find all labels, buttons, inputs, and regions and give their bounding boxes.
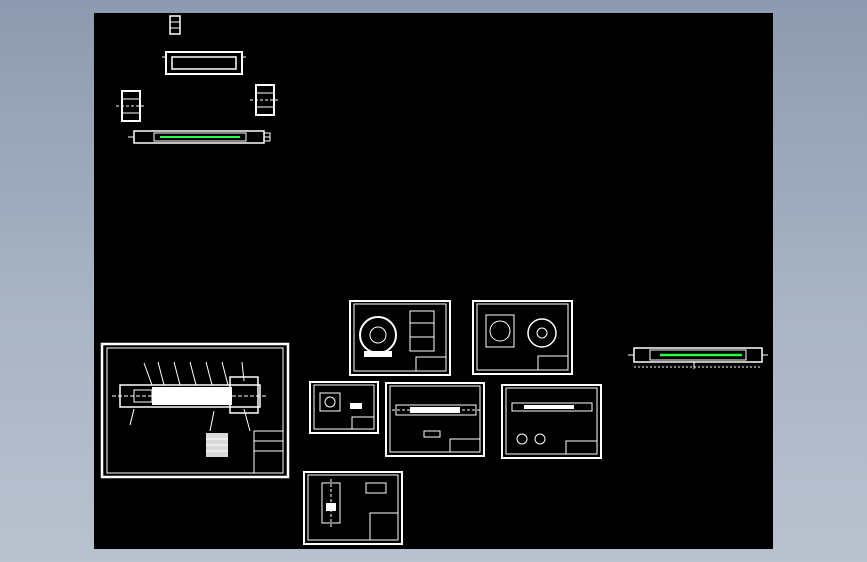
right-flange-part[interactable] bbox=[250, 84, 280, 116]
assembly-sheet[interactable] bbox=[100, 342, 290, 479]
detail-sheet-6[interactable] bbox=[303, 471, 403, 545]
detail-sheet-5[interactable] bbox=[501, 384, 602, 459]
detail-sheet-1[interactable] bbox=[349, 300, 451, 376]
left-flange-part[interactable] bbox=[116, 90, 146, 122]
frame-part[interactable] bbox=[162, 51, 246, 75]
cad-drawing-canvas[interactable] bbox=[94, 13, 773, 549]
loose-parts-group[interactable] bbox=[116, 15, 280, 144]
detail-sheet-2[interactable] bbox=[472, 300, 573, 375]
assembly-leaders bbox=[129, 361, 251, 432]
long-shaft-part[interactable] bbox=[128, 130, 271, 144]
parts-list bbox=[206, 433, 228, 457]
assembly-body bbox=[112, 376, 266, 414]
small-bushing-part[interactable] bbox=[169, 15, 181, 35]
detail-sheet-3[interactable] bbox=[309, 381, 379, 434]
detail-sheet-4[interactable] bbox=[385, 382, 485, 457]
right-shaft-part[interactable] bbox=[628, 347, 768, 369]
